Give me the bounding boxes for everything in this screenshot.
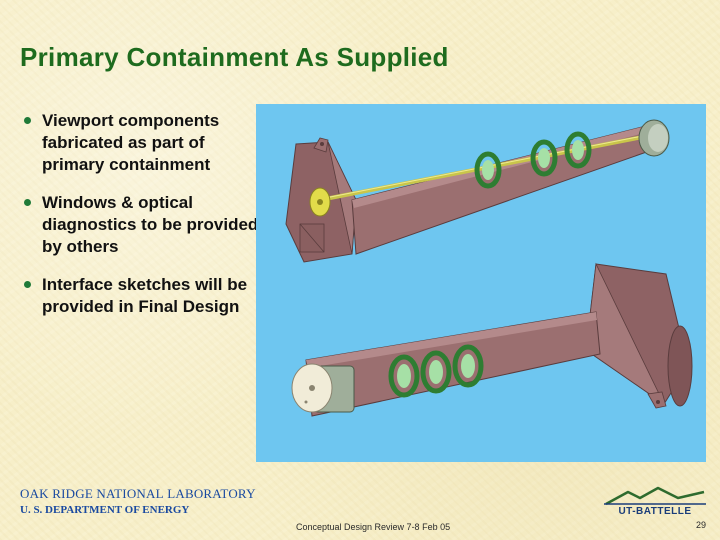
bullet-list: Viewport components fabricated as part o…	[24, 110, 264, 334]
upper-containment-assembly	[285, 119, 670, 263]
bullet-item: Interface sketches will be provided in F…	[24, 274, 264, 318]
bullet-dot-icon	[24, 117, 31, 124]
bullet-dot-icon	[24, 281, 31, 288]
bullet-item: Windows & optical diagnostics to be prov…	[24, 192, 264, 258]
logo-text: UT-BATTELLE	[618, 506, 692, 517]
bullet-text: Windows & optical diagnostics to be prov…	[42, 193, 259, 256]
footer-lab-name: OAK RIDGE NATIONAL LABORATORY	[20, 486, 256, 501]
page-number: 29	[695, 520, 706, 530]
lower-containment-assembly	[291, 262, 693, 417]
slide-title: Primary Containment As Supplied	[20, 42, 449, 72]
ut-battelle-logo: UT-BATTELLE	[600, 486, 710, 520]
containment-render-panel	[256, 104, 706, 462]
footer-department: U. S. DEPARTMENT OF ENERGY	[20, 504, 190, 516]
review-caption: Conceptual Design Review 7-8 Feb 05	[296, 522, 451, 532]
bullet-text: Viewport components fabricated as part o…	[42, 111, 220, 174]
bullet-item: Viewport components fabricated as part o…	[24, 110, 264, 176]
bullet-text: Interface sketches will be provided in F…	[42, 275, 248, 316]
containment-render	[285, 119, 693, 417]
mountain-logo-icon	[604, 486, 706, 506]
bullet-dot-icon	[24, 199, 31, 206]
